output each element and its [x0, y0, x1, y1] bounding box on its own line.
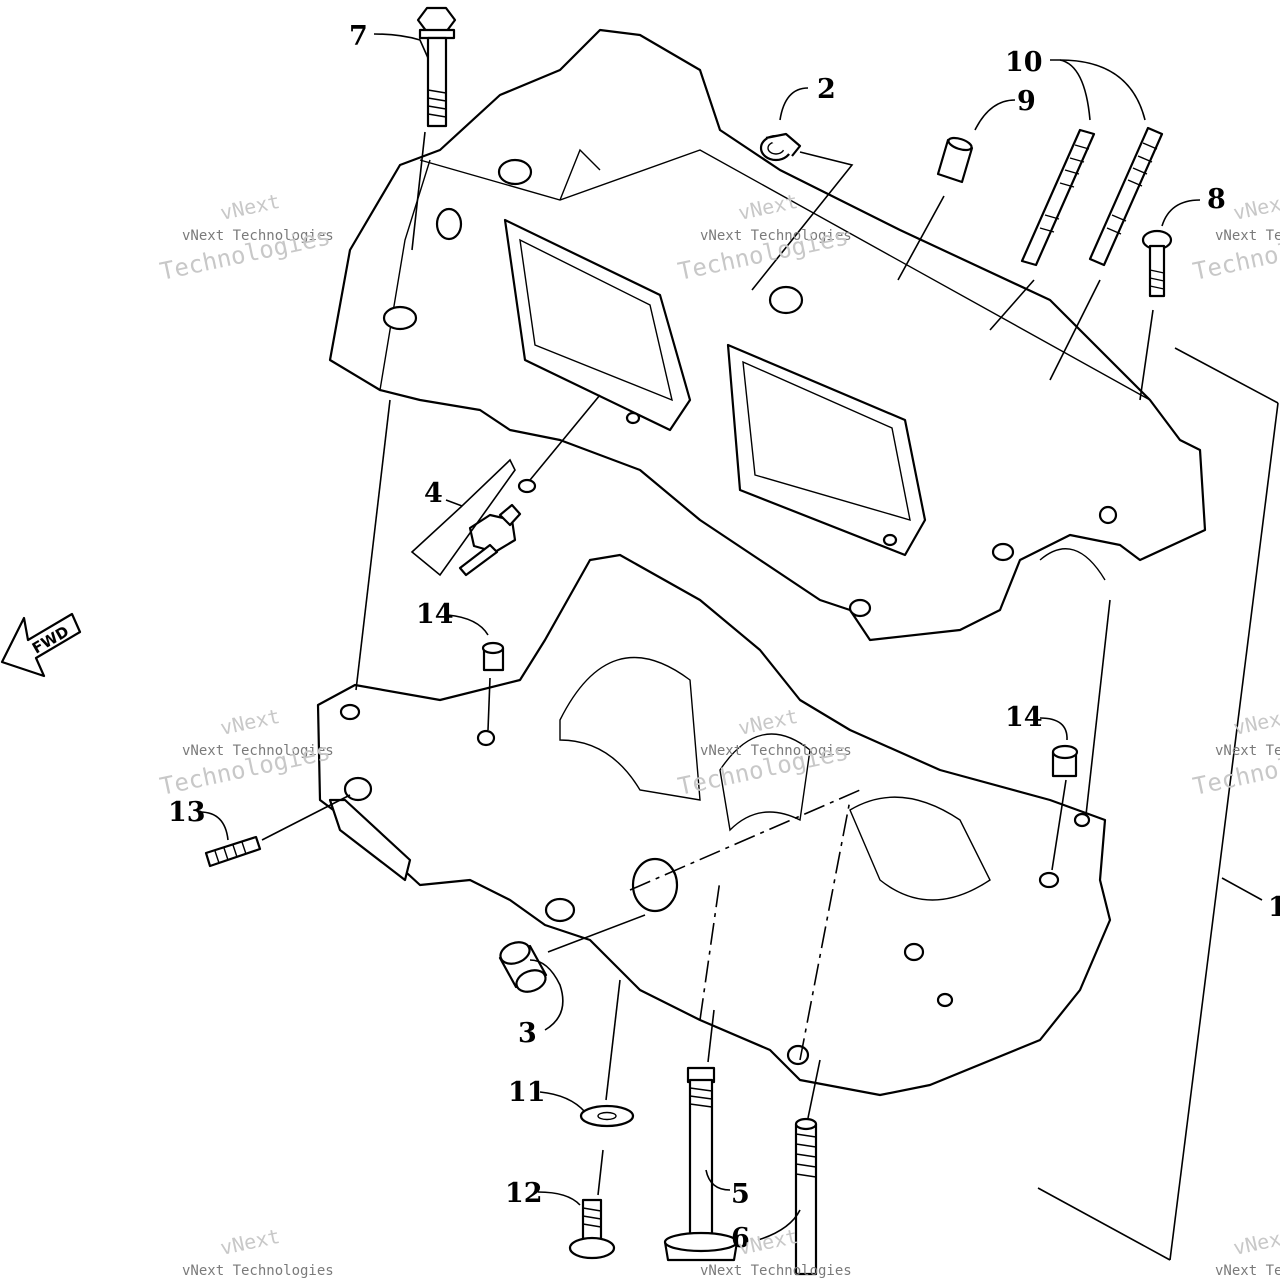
bolt-part-12: [568, 1198, 616, 1260]
svg-text:vNext Technologies: vNext Technologies: [182, 228, 334, 244]
bolt-part-5: [663, 1066, 739, 1262]
stud-part-10a: [1020, 128, 1096, 267]
callout-11: 11: [508, 1077, 546, 1108]
washer-part-11: [579, 1104, 635, 1128]
callout-5: 5: [731, 1179, 750, 1210]
callout-3: 3: [518, 1018, 537, 1049]
watermark: vNext vNext Technologies: [1215, 1224, 1280, 1279]
svg-text:vNext Technologies: vNext Technologies: [1215, 743, 1280, 759]
callout-6: 6: [731, 1223, 750, 1254]
watermark: vNext vNext Technologies Technologies: [157, 704, 333, 801]
svg-text:vNext Technologies: vNext Technologies: [700, 1263, 852, 1279]
svg-text:vNext Technologies: vNext Technologies: [700, 228, 852, 244]
stud-part-10b: [1088, 126, 1164, 267]
forward-direction-arrow: FWD: [0, 612, 82, 678]
callout-8: 8: [1207, 184, 1226, 215]
svg-text:vNext: vNext: [1231, 704, 1280, 740]
svg-text:vNext: vNext: [1231, 189, 1280, 225]
svg-text:vNext Technologies: vNext Technologies: [182, 1263, 334, 1279]
svg-text:vNext: vNext: [218, 189, 282, 225]
dowel-part-14-left: [481, 641, 505, 672]
watermark: vNext vNext Technologies Technologies: [1190, 189, 1280, 286]
svg-text:vNext Technologies: vNext Technologies: [1215, 1263, 1280, 1279]
bushing-part-2: [759, 132, 802, 162]
watermark: vNext vNext Technologies: [182, 1224, 334, 1279]
svg-text:vNext: vNext: [1231, 1224, 1280, 1260]
bolt-part-7: [416, 6, 457, 128]
svg-text:vNext Technologies: vNext Technologies: [700, 743, 852, 759]
bushing-part-3: [498, 941, 548, 993]
dowel-part-14-right: [1051, 744, 1079, 778]
callout-10: 10: [1005, 47, 1043, 78]
callout-7: 7: [349, 21, 368, 52]
upper-crankcase: [328, 28, 1207, 642]
callout-labels: 1 2 3 4 5 6 7 8 9 10 11 12 13 14 14: [168, 21, 1280, 1254]
callout-4: 4: [424, 478, 443, 509]
callout-14-left: 14: [416, 599, 454, 630]
dowel-part-9: [936, 136, 974, 184]
callout-14-right: 14: [1005, 702, 1043, 733]
svg-text:vNext: vNext: [218, 1224, 282, 1260]
watermark: vNext vNext Technologies Technologies: [1190, 704, 1280, 801]
watermark: vNext vNext Technologies Technologies: [157, 189, 333, 286]
stud-part-13: [204, 835, 262, 868]
stud-part-6: [794, 1117, 818, 1276]
fitting-part-4: [458, 478, 537, 577]
leader-lines: [199, 33, 1279, 1261]
callout-1: 1: [1268, 892, 1280, 923]
svg-text:vNext Technologies: vNext Technologies: [182, 743, 334, 759]
callout-13: 13: [168, 797, 206, 828]
svg-text:vNext: vNext: [218, 704, 282, 740]
callout-9: 9: [1017, 86, 1036, 117]
lower-crankcase: [316, 553, 1112, 1097]
callout-12: 12: [505, 1178, 543, 1209]
bolt-part-8: [1141, 229, 1173, 298]
callout-2: 2: [817, 74, 836, 105]
svg-text:vNext Technologies: vNext Technologies: [1215, 228, 1280, 244]
